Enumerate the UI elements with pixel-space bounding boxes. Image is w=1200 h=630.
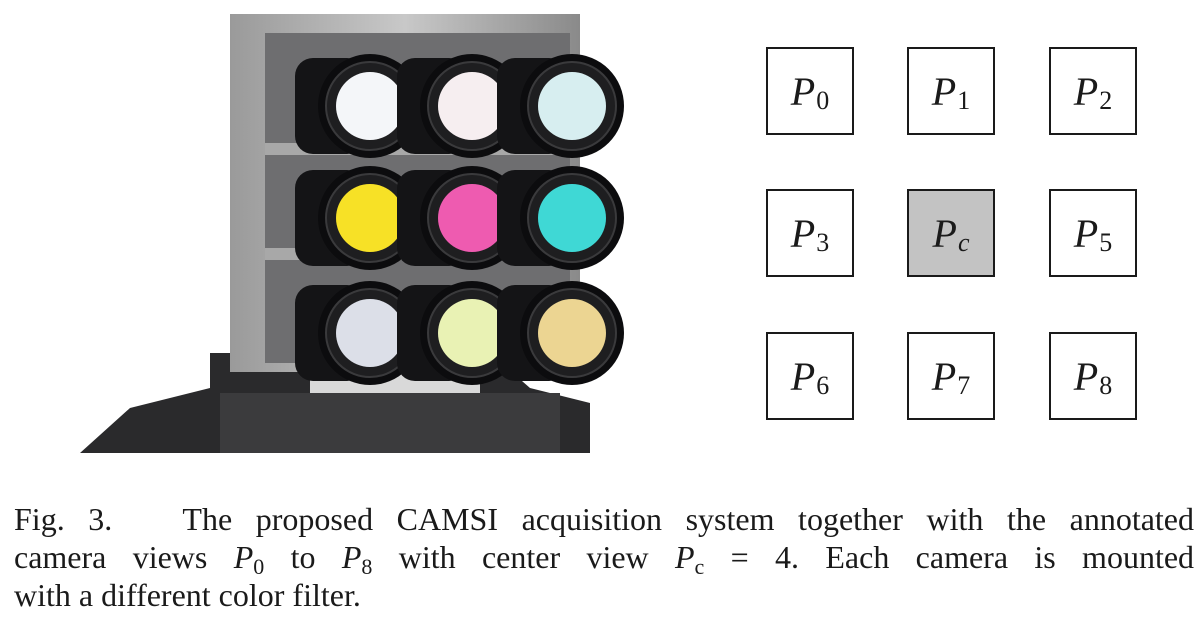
caption-var-p-last: P: [341, 539, 362, 575]
view-subscript: 7: [957, 371, 971, 400]
caption-line-3: with a different color filter.: [14, 577, 361, 613]
caption-sub-last: 8: [361, 554, 373, 579]
view-subscript: 3: [816, 228, 830, 257]
caption-text-center-view: with center view: [398, 539, 649, 575]
figure-caption: Fig. 3. The proposed CAMSI acquisition s…: [14, 500, 1194, 614]
view-subscript: 8: [1099, 371, 1113, 400]
color-filter: [538, 72, 606, 140]
caption-text-camera-views: camera views: [14, 539, 208, 575]
view-letter: P: [790, 353, 816, 399]
color-filter: [538, 184, 606, 252]
color-filter: [438, 299, 506, 367]
view-subscript: c: [957, 228, 970, 257]
color-filter: [438, 184, 506, 252]
color-filter: [336, 299, 404, 367]
caption-text-equals: = 4. Each camera is mounted: [730, 539, 1195, 575]
view-subscript: 6: [816, 371, 830, 400]
caption-var-p-center: P: [675, 539, 695, 575]
color-filter: [336, 184, 404, 252]
view-subscript: 0: [816, 86, 830, 115]
view-subscript: 5: [1099, 228, 1113, 257]
view-subscript: 1: [957, 86, 971, 115]
caption-sub-center: c: [694, 554, 705, 579]
view-letter: P: [790, 68, 816, 114]
camera-lens: [497, 54, 624, 158]
view-letter: P: [932, 210, 957, 256]
view-letter: P: [790, 210, 816, 256]
camera-lens: [497, 166, 624, 270]
camera-lens: [295, 54, 422, 158]
camera-array-photo: [80, 14, 624, 453]
color-filter: [336, 72, 404, 140]
caption-sub-first: 0: [253, 554, 265, 579]
camera-lens: [497, 281, 624, 385]
figure-label: Fig. 3.: [14, 501, 113, 537]
view-letter: P: [931, 68, 957, 114]
color-filter: [538, 299, 606, 367]
caption-text-to: to: [290, 539, 316, 575]
view-letter: P: [1073, 210, 1099, 256]
camera-lens: [295, 166, 422, 270]
color-filter: [438, 72, 506, 140]
view-subscript: 2: [1099, 86, 1113, 115]
camera-lens: [295, 281, 422, 385]
view-letter: P: [1073, 68, 1099, 114]
caption-line-1: The proposed CAMSI acquisition system to…: [182, 501, 1194, 537]
view-letter: P: [931, 353, 957, 399]
caption-var-p-first: P: [233, 539, 254, 575]
view-letter: P: [1073, 353, 1099, 399]
